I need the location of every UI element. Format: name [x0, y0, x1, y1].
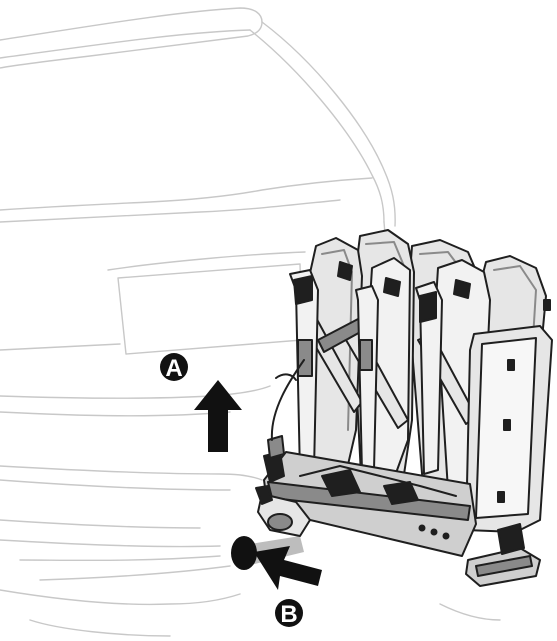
bike-carrier — [255, 229, 553, 587]
frame-clamp-posts — [289, 269, 443, 475]
callout-b-label: B — [280, 601, 297, 628]
electrical-plug — [263, 359, 305, 483]
license-plate-holder — [465, 299, 553, 533]
tilt-foot-pedal — [465, 523, 541, 587]
up-arrow-icon — [194, 380, 242, 452]
callout-a-label: A — [165, 355, 182, 382]
callout-a: A — [160, 353, 188, 382]
callout-b: B — [275, 599, 303, 628]
coupling-head — [255, 485, 311, 537]
car-rear-outline — [0, 7, 501, 637]
push-arrow-icon — [254, 546, 322, 590]
